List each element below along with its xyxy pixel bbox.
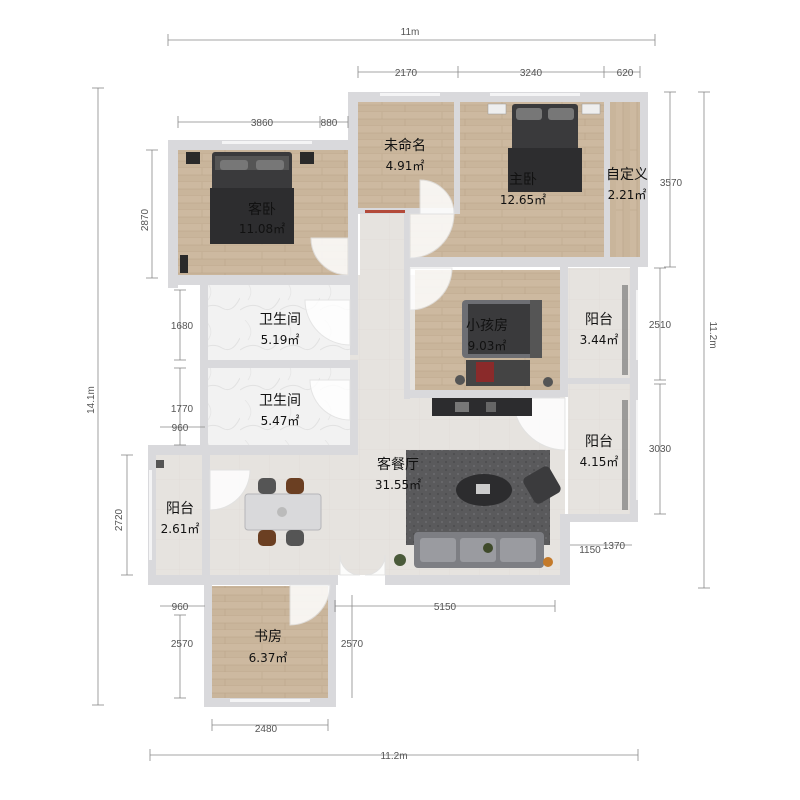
room-name-master-bedroom: 主卧 xyxy=(509,172,537,188)
room-name-study: 书房 xyxy=(254,629,282,645)
furniture xyxy=(156,103,628,568)
dimension-lines xyxy=(92,34,710,761)
dim-study-right-2570: 2570 xyxy=(341,639,364,650)
dim-top-620: 620 xyxy=(617,68,634,79)
dining-table xyxy=(244,478,322,546)
room-area-balcony-2: 4.15㎡ xyxy=(580,455,619,469)
room-name-unnamed: 未命名 xyxy=(384,137,426,154)
dimension-labels: 11m 2170 3240 620 3860 880 14.1m 2870 16… xyxy=(86,27,718,762)
dim-top-2170: 2170 xyxy=(395,68,418,79)
dim-left-960-a: 960 xyxy=(172,423,189,434)
door-swings xyxy=(209,179,566,626)
dim-top-overall: 11m xyxy=(401,27,420,38)
room-area-study: 6.37㎡ xyxy=(249,651,288,665)
dim-left-2870: 2870 xyxy=(140,208,151,231)
room-name-bathroom-1: 卫生间 xyxy=(259,312,301,328)
guest-bed xyxy=(180,152,314,273)
dim-bottom-5150: 5150 xyxy=(434,602,457,613)
room-name-bathroom-2: 卫生间 xyxy=(259,393,301,409)
room-area-unnamed: 4.91㎡ xyxy=(386,159,425,173)
room-area-balcony-3: 2.61㎡ xyxy=(161,522,200,536)
room-name-balcony-2: 阳台 xyxy=(585,434,613,450)
room-name-guest-bedroom: 客卧 xyxy=(248,201,276,218)
dim-bottom-1370: 1370 xyxy=(603,541,626,552)
room-area-guest-bedroom: 11.08㎡ xyxy=(239,222,285,236)
dim-left-2720: 2720 xyxy=(114,508,125,531)
room-name-living-dining: 客餐厅 xyxy=(377,456,419,473)
room-area-master-bedroom: 12.65㎡ xyxy=(500,193,546,207)
room-area-custom: 2.21㎡ xyxy=(608,188,647,202)
dim-left-overall: 14.1m xyxy=(86,386,97,414)
dim-left-960-b: 960 xyxy=(172,602,189,613)
dim-right-3030: 3030 xyxy=(649,444,672,455)
dim-top-3860: 3860 xyxy=(251,118,274,129)
dim-left-2570: 2570 xyxy=(171,639,194,650)
room-area-bathroom-2: 5.47㎡ xyxy=(261,414,300,428)
dim-right-2510: 2510 xyxy=(649,320,672,331)
master-bed xyxy=(487,103,601,192)
room-area-balcony-1: 3.44㎡ xyxy=(580,333,619,347)
dim-left-1680: 1680 xyxy=(171,321,194,332)
room-name-balcony-1: 阳台 xyxy=(585,312,613,328)
kids-sofa xyxy=(455,300,553,387)
room-name-custom: 自定义 xyxy=(606,167,648,183)
dim-top-880: 880 xyxy=(321,118,338,129)
dim-left-1770: 1770 xyxy=(171,404,194,415)
dim-bottom-2480: 2480 xyxy=(255,724,278,735)
walls xyxy=(148,92,648,707)
room-name-balcony-3: 阳台 xyxy=(166,501,194,517)
room-area-bathroom-1: 5.19㎡ xyxy=(261,333,300,347)
room-name-kids-room: 小孩房 xyxy=(466,318,508,334)
room-labels: 客卧 11.08㎡ 未命名 4.91㎡ 主卧 12.65㎡ 自定义 2.21㎡ … xyxy=(161,137,648,665)
dim-right-3570: 3570 xyxy=(660,178,683,189)
living-area xyxy=(394,450,561,568)
dim-top-3240: 3240 xyxy=(520,68,543,79)
room-area-living-dining: 31.55㎡ xyxy=(375,478,421,492)
dim-bottom-overall: 11.2m xyxy=(380,751,407,762)
dim-bottom-1150: 1150 xyxy=(579,545,601,556)
room-area-kids-room: 9.03㎡ xyxy=(468,339,507,353)
dim-right-overall: 11.2m xyxy=(707,321,718,348)
